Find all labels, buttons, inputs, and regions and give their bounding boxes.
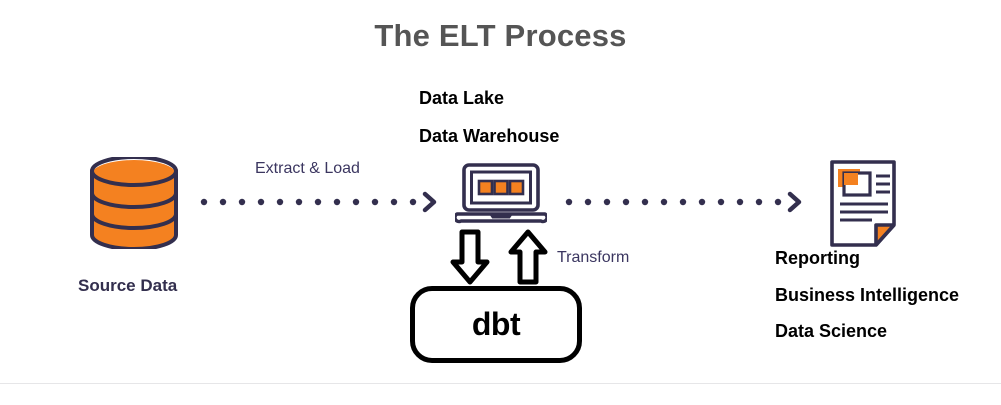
block-arrow-down-icon	[450, 229, 490, 285]
bottom-divider	[0, 383, 1001, 384]
business-intelligence-label: Business Intelligence	[775, 285, 960, 305]
database-cylinder-icon	[86, 155, 182, 251]
reporting-label: Reporting	[775, 248, 860, 268]
laptop-icon	[453, 163, 549, 225]
extract-load-label: Extract & Load	[255, 160, 360, 177]
dotted-arrow-right-icon	[198, 190, 438, 214]
block-arrow-up-icon	[508, 229, 548, 285]
data-lake-label: Data Lake	[419, 88, 505, 108]
page-title: The ELT Process	[374, 18, 627, 53]
source-data-label: Source Data	[78, 276, 178, 295]
data-science-label: Data Science	[775, 321, 888, 341]
document-report-icon	[828, 159, 904, 251]
dotted-arrow-right-icon	[563, 190, 803, 214]
dbt-box: dbt	[410, 286, 582, 363]
dbt-label: dbt	[471, 306, 521, 342]
transform-label: Transform	[557, 249, 630, 266]
data-warehouse-label: Data Warehouse	[419, 126, 560, 146]
